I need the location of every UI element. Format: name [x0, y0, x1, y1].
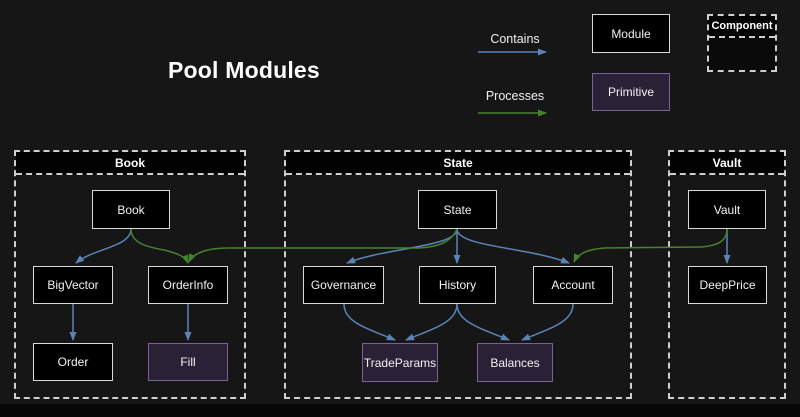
legend-contains-label: Contains [490, 32, 540, 46]
page-title: Pool Modules [168, 57, 320, 83]
node-balances: Balances [477, 343, 553, 382]
node-order: Order [33, 343, 113, 381]
node-book: Book [92, 190, 170, 229]
book-container: Book [14, 150, 246, 399]
vault-container-title: Vault [670, 152, 784, 175]
node-tradeparams: TradeParams [362, 343, 438, 382]
vault-container: Vault [668, 150, 786, 399]
node-state: State [418, 190, 497, 229]
state-container: State [284, 150, 632, 399]
bottom-edge-strip [0, 404, 800, 417]
node-fill: Fill [148, 343, 228, 381]
node-bigvector: BigVector [33, 266, 113, 304]
state-container-title: State [286, 152, 630, 175]
legend-component-label: Component [709, 16, 775, 38]
node-orderinfo: OrderInfo [148, 266, 228, 304]
legend-module-box: Module [592, 14, 670, 53]
node-history: History [419, 266, 496, 304]
legend-primitive-box: Primitive [592, 73, 670, 111]
book-container-title: Book [16, 152, 244, 175]
node-governance: Governance [303, 266, 384, 304]
legend-component-box: Component [707, 14, 777, 72]
legend-processes-label: Processes [485, 89, 545, 103]
node-vault: Vault [688, 190, 766, 229]
node-account: Account [533, 266, 613, 304]
node-deepprice: DeepPrice [688, 266, 767, 304]
